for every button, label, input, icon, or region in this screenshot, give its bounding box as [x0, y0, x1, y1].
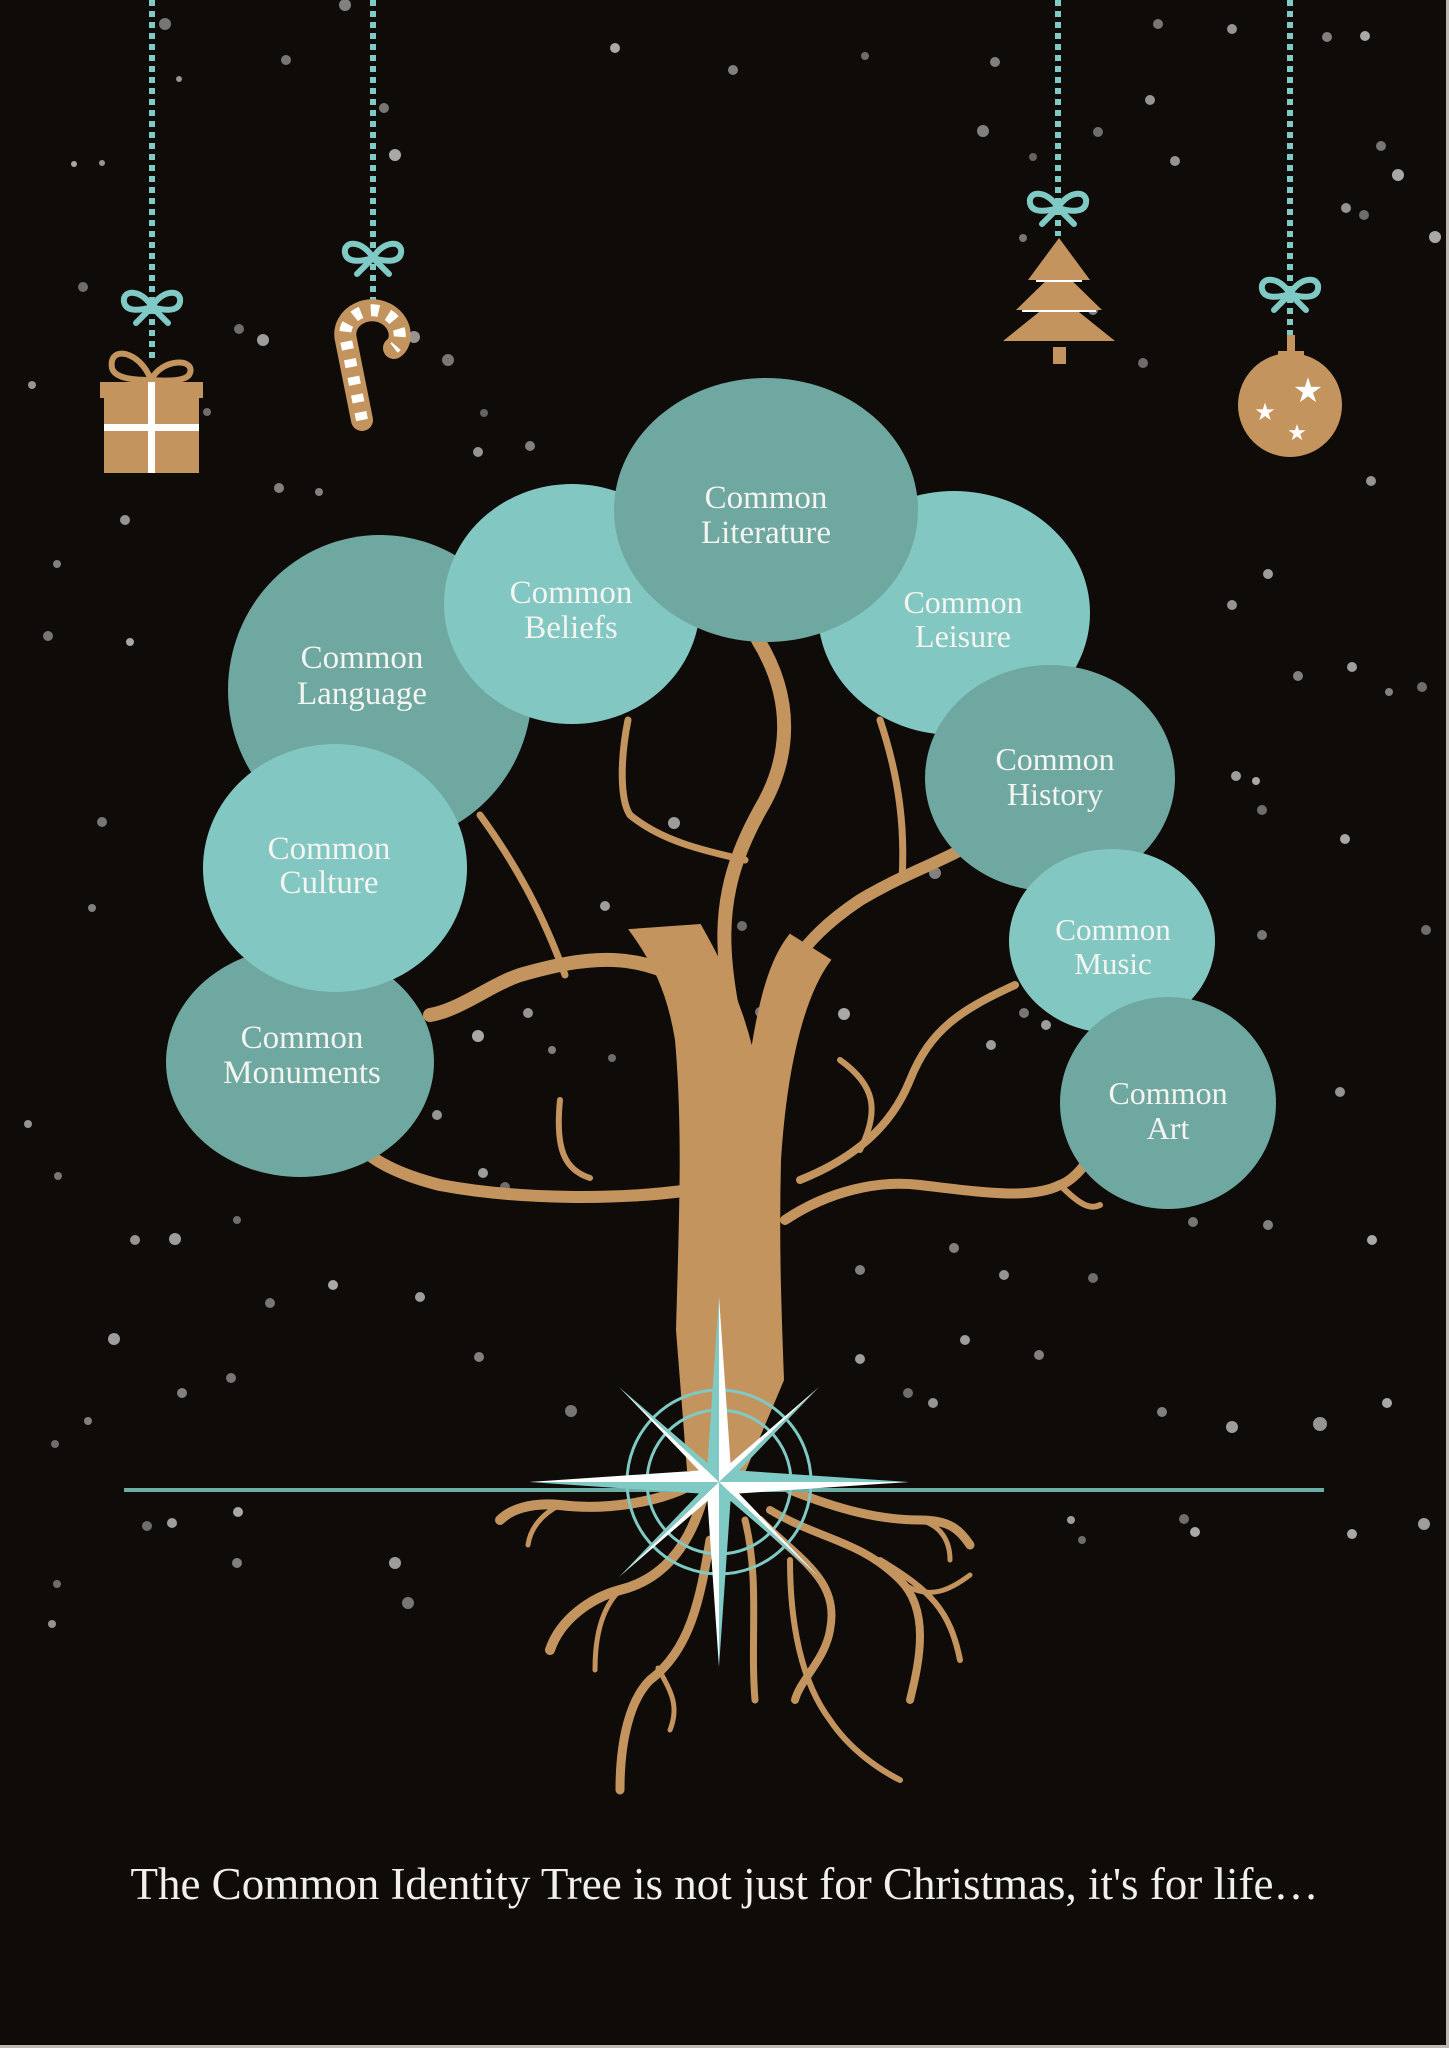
svg-text:★: ★: [1287, 421, 1307, 446]
bubble-label: Beliefs: [524, 610, 617, 646]
bottom-edge-border: [0, 2045, 1449, 2048]
bubble-art[interactable]: Common Art: [1060, 997, 1276, 1209]
bubble-literature[interactable]: Common Literature: [614, 378, 918, 642]
bubble-monuments[interactable]: Common Monuments: [166, 947, 434, 1177]
bubble-music[interactable]: Common Music: [1009, 849, 1215, 1033]
bubble-label: Common: [268, 831, 391, 867]
bubble-label: Common: [241, 1020, 364, 1056]
christmas-tree-icon: [1003, 238, 1115, 364]
tree-trunk-icon: [354, 633, 1105, 1471]
bubble-label: Leisure: [915, 618, 1011, 654]
gift-icon: [100, 350, 203, 473]
svg-text:★: ★: [1254, 398, 1276, 426]
caption: The Common Identity Tree is not just for…: [130, 1859, 1319, 1909]
bubble-label: Monuments: [223, 1055, 381, 1091]
bubble-label: Art: [1147, 1110, 1190, 1146]
bubble-label: History: [1007, 776, 1103, 812]
hanging-strings: [149, 0, 1293, 362]
bubble-label: Common: [903, 584, 1022, 620]
bubble-label: Common: [301, 640, 424, 676]
bubble-label: Common: [1108, 1075, 1227, 1111]
bubble-label: Common: [1055, 912, 1171, 947]
bubble-history[interactable]: Common History: [925, 665, 1175, 891]
bow-icons: [120, 190, 1322, 326]
bubble-label: Common: [995, 741, 1114, 777]
right-edge-border: [1446, 0, 1449, 2048]
svg-text:★: ★: [1293, 371, 1323, 411]
tree-roots-icon: [495, 1475, 975, 1795]
bubble-label: Common: [510, 575, 633, 611]
bubble-label: Language: [297, 676, 427, 712]
bubble-label: Common: [705, 480, 828, 516]
compass-rose-icon: [529, 1297, 909, 1667]
candy-cane-icon: [334, 299, 411, 431]
bubble-culture[interactable]: Common Culture: [203, 744, 467, 992]
bubble-label: Music: [1074, 946, 1152, 981]
snowfall: [24, 0, 1441, 1628]
bubble-label: Literature: [701, 515, 831, 551]
bauble-icon: ★ ★ ★: [1238, 335, 1342, 457]
bubble-label: Culture: [280, 865, 379, 901]
